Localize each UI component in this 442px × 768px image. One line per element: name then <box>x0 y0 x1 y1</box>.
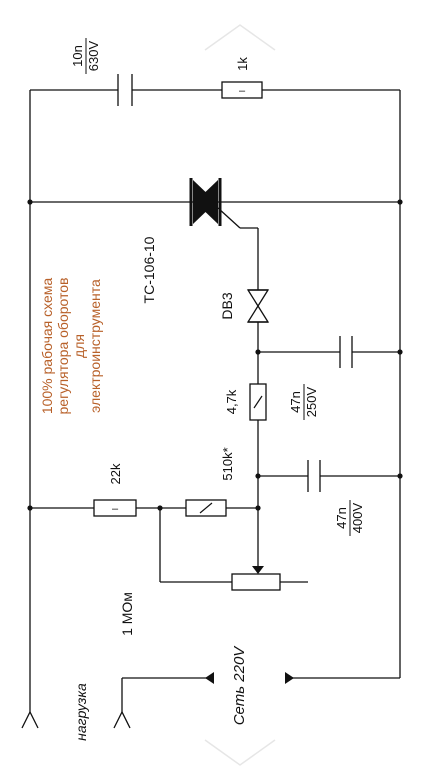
capacitor-47n-400v-rating: 400V <box>350 502 365 533</box>
load-terminal-icon <box>21 710 131 729</box>
circuit-note: 100% рабочая схема регулятора оборотов д… <box>39 278 103 415</box>
note-line-4: электроинструмента <box>87 279 103 413</box>
note-line-2: регулятора оборотов <box>55 278 71 415</box>
note-line-3: для <box>71 334 87 358</box>
resistor-1k-label: 1k <box>235 57 250 71</box>
triac-label: TC-106-10 <box>141 236 157 303</box>
resistor-22k: – <box>93 499 137 517</box>
potentiometer <box>231 566 281 591</box>
capacitor-10n <box>117 74 133 106</box>
capacitor-47n-250v <box>339 336 353 368</box>
capacitor-47n-400v-label: 47n 400V <box>334 500 365 536</box>
note-line-1: 100% рабочая схема <box>39 278 55 415</box>
capacitor-47n-250v-value: 47n <box>288 391 303 413</box>
resistor-510k-label: 510k* <box>220 447 235 480</box>
watermark-chevron-top <box>204 24 276 51</box>
resistor-4-7k <box>249 383 267 421</box>
mains-arrow-icon <box>205 672 294 684</box>
resistor-4-7k-label: 4,7k <box>224 389 239 414</box>
resistor-1k: – <box>221 81 263 99</box>
capacitor-10n-label: 10n 630V <box>70 38 101 74</box>
resistor-510k <box>185 499 227 517</box>
diac-label: DB3 <box>219 292 235 319</box>
capacitor-10n-rating: 630V <box>86 40 101 71</box>
resistor-22k-label: 22k <box>108 463 123 484</box>
mains-label: Сеть 220V <box>231 645 248 726</box>
load-label: нагрузка <box>73 683 89 741</box>
capacitor-47n-400v <box>307 460 321 492</box>
capacitor-10n-value: 10n <box>70 45 85 67</box>
capacitor-47n-250v-rating: 250V <box>304 386 319 417</box>
resistor-22k-mark: – <box>112 503 119 515</box>
resistor-1k-mark: – <box>239 85 246 97</box>
junction-dots <box>27 199 403 511</box>
watermark-chevron-bottom <box>204 739 276 766</box>
diac <box>246 289 270 323</box>
capacitor-47n-400v-value: 47n <box>334 507 349 529</box>
triac <box>189 178 222 226</box>
capacitor-47n-250v-label: 47n 250V <box>288 384 319 420</box>
potentiometer-label: 1 MOм <box>119 592 135 636</box>
